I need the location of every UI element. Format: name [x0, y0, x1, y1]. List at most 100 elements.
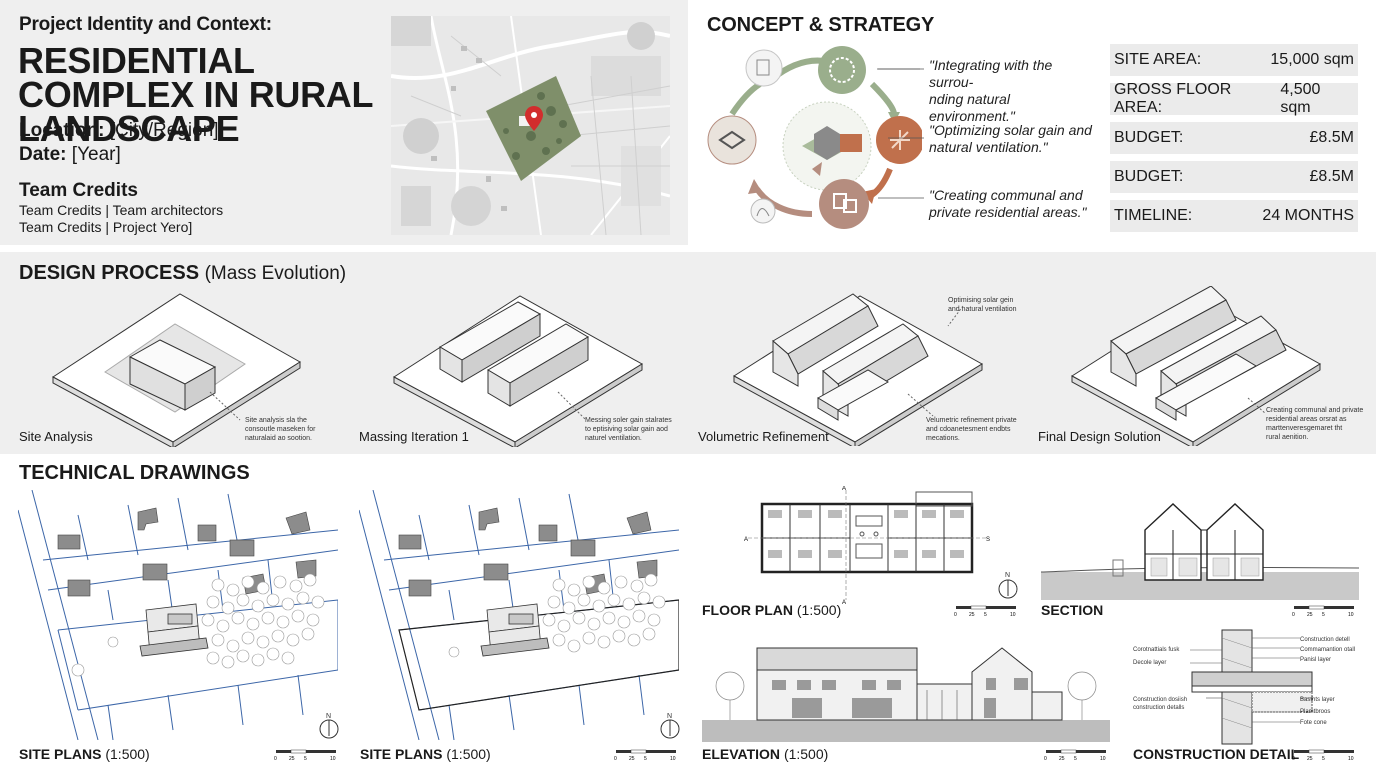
drawing-scale: (1:500)	[783, 746, 829, 762]
svg-text:5: 5	[304, 756, 307, 762]
stage-top-note: Optimising solar gein and natural ventil…	[948, 297, 1017, 313]
svg-text:10: 10	[330, 756, 336, 762]
stat-value: £8.5M	[1309, 129, 1354, 146]
tree-icon	[818, 46, 866, 94]
svg-text:N: N	[1005, 572, 1010, 579]
drawing-title: SITE PLANS	[360, 746, 443, 762]
location-row: Location: [City/Region]	[19, 120, 219, 142]
massing-stage-iteration-1	[393, 295, 643, 447]
drawing-scale: (1:500)	[446, 746, 491, 762]
svg-text:0: 0	[274, 756, 277, 762]
detail-note: Construction dosiish construction detall…	[1133, 697, 1188, 711]
construction-detail-drawing	[1190, 629, 1313, 745]
massing-stage-volumetric	[733, 293, 983, 446]
site-location-map	[391, 16, 670, 235]
stage-note: Messing soler gain stalrates to eptisivi…	[585, 417, 672, 442]
drawing-title: CONSTRUCTION DETAIL	[1133, 746, 1300, 762]
concept-heading: CONCEPT & STRATEGY	[707, 14, 935, 36]
stat-value: £8.5M	[1309, 168, 1354, 185]
map-pin-icon	[525, 106, 543, 131]
concept-quote: "Creating communal and private residenti…	[929, 187, 1087, 220]
svg-text:10: 10	[1100, 756, 1106, 762]
svg-text:0: 0	[614, 756, 617, 762]
stage-label: Massing Iteration 1	[359, 429, 469, 444]
stat-row: SITE AREA: 15,000 sqm	[1110, 44, 1358, 76]
svg-text:0: 0	[954, 612, 957, 618]
site-plan-drawing	[359, 490, 679, 740]
drawing-title: FLOOR PLAN	[702, 602, 793, 618]
stat-value: 15,000 sqm	[1270, 51, 1354, 68]
svg-text:0: 0	[1292, 756, 1295, 762]
process-heading: DESIGN PROCESS (Mass Evolution)	[19, 262, 346, 285]
detail-note: Construction detell	[1300, 637, 1350, 643]
concept-cycle-diagram	[707, 46, 922, 229]
svg-text:25: 25	[289, 756, 295, 762]
stat-label: TIMELINE:	[1114, 207, 1193, 224]
process-heading-sub: (Mass Evolution)	[204, 263, 347, 284]
svg-text:0: 0	[1292, 612, 1295, 618]
svg-text:5: 5	[1074, 756, 1077, 762]
stage-note: Site analysis sla the consoutle maseken …	[245, 417, 316, 442]
detail-note: Commamantion otall	[1300, 647, 1356, 653]
massing-stage-site-analysis	[52, 293, 301, 447]
svg-text:5: 5	[1322, 612, 1325, 618]
svg-text:0: 0	[1044, 756, 1047, 762]
location-value: [City/Region]	[109, 120, 219, 141]
drawing-scale: (1:500)	[105, 746, 150, 762]
drawing-title: SECTION	[1041, 602, 1104, 618]
drawing-label-site-plan: SITE PLANS (1:500)	[19, 746, 150, 762]
north-arrow-icon: N	[319, 713, 339, 739]
elevation-drawing	[702, 647, 1110, 742]
technical-heading: TECHNICAL DRAWINGS	[19, 462, 250, 484]
svg-text:10: 10	[1010, 612, 1016, 618]
svg-text:5: 5	[1322, 756, 1325, 762]
location-label: Location:	[19, 120, 105, 141]
concept-strategy-panel: CONCEPT & STRATEGY	[688, 0, 1376, 245]
svg-text:25: 25	[969, 612, 975, 618]
technical-drawings-panel: TECHNICAL DRAWINGS	[0, 456, 1376, 768]
date-label: Date:	[19, 144, 67, 165]
stat-value: 4,500 sqm	[1280, 81, 1321, 116]
detail-note: Fote cone	[1300, 720, 1327, 726]
detail-note: Plamtbroos	[1300, 709, 1331, 715]
stat-value: 24 MONTHS	[1262, 207, 1354, 224]
stat-label: BUDGET:	[1114, 168, 1184, 185]
north-arrow-icon: N	[660, 713, 680, 739]
svg-text:N: N	[326, 713, 331, 720]
team-credits-heading: Team Credits	[19, 180, 138, 201]
svg-text:A: A	[744, 537, 748, 543]
date-value: [Year]	[71, 144, 121, 165]
svg-text:10: 10	[1348, 612, 1354, 618]
stat-label: SITE AREA:	[1114, 51, 1202, 68]
detail-note: Corotnattials fusk	[1133, 647, 1180, 653]
site-plan-drawing	[18, 490, 338, 740]
stage-label: Volumetric Refinement	[698, 429, 829, 444]
svg-text:25: 25	[1059, 756, 1065, 762]
drawing-title: SITE PLANS	[19, 746, 102, 762]
leader-lines	[878, 68, 924, 199]
north-arrow-icon: N	[998, 572, 1018, 599]
svg-text:N: N	[667, 713, 672, 720]
drawing-scale: (1:500)	[796, 602, 842, 618]
massing-stage-final	[1071, 286, 1321, 446]
scale-bar: 0 25 5 10	[274, 749, 336, 762]
svg-text:25: 25	[629, 756, 635, 762]
solar-panel-icon	[745, 49, 783, 87]
stat-row: GROSS FLOOR AREA: 4,500 sqm	[1110, 81, 1358, 116]
courtyard-icon	[782, 101, 872, 191]
stage-label: Site Analysis	[19, 429, 93, 444]
svg-text:S: S	[986, 537, 990, 543]
courtyard-plan-icon	[707, 115, 757, 165]
design-process-panel: DESIGN PROCESS (Mass Evolution) Site Ana…	[0, 252, 1376, 454]
concept-quote: "Optimizing solar gain and natural venti…	[929, 122, 1092, 155]
identity-kicker: Project Identity and Context:	[19, 14, 272, 35]
project-identity-panel: Project Identity and Context: RESIDENTIA…	[0, 0, 688, 245]
drawing-label-floor-plan: FLOOR PLAN (1:500)	[702, 602, 841, 618]
date-row: Date: [Year]	[19, 144, 121, 166]
stat-row: BUDGET: £8.5M	[1110, 161, 1358, 193]
svg-text:10: 10	[670, 756, 676, 762]
drawing-label-detail: CONSTRUCTION DETAIL	[1133, 746, 1299, 762]
